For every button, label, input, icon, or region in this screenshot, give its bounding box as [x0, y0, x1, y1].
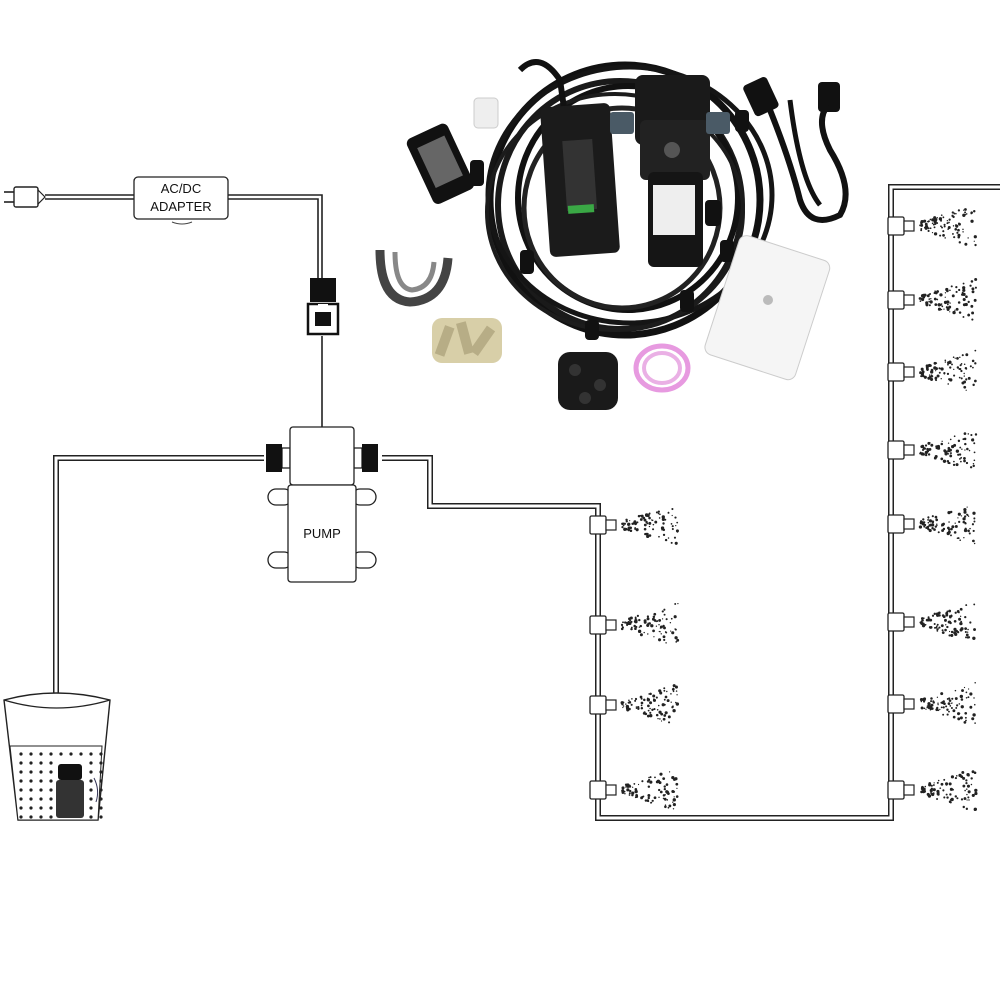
tubing-coil [470, 59, 775, 340]
mist-spray-icon [620, 603, 680, 644]
middle-branch-nozzles [589, 507, 680, 810]
pump-label: PUMP [303, 526, 341, 541]
mist-nozzle [589, 507, 679, 545]
mist-nozzle [887, 506, 976, 545]
pump-schematic: PUMP [266, 426, 378, 583]
pump-motor-photo [610, 75, 730, 267]
mist-nozzle [887, 603, 976, 640]
adapter-label-line2: ADAPTER [150, 199, 211, 214]
mist-nozzle [589, 771, 679, 810]
mist-nozzle [887, 681, 976, 724]
mist-spray-icon [918, 506, 976, 545]
mist-nozzle [887, 770, 978, 812]
mist-nozzle [887, 349, 977, 391]
mist-spray-icon [918, 277, 978, 321]
mist-spray-icon [919, 349, 977, 391]
mist-nozzle [589, 603, 680, 644]
screws-pile [432, 318, 502, 363]
mist-spray-icon [621, 507, 679, 545]
mist-spray-icon [919, 681, 976, 724]
mist-spray-icon [621, 771, 679, 810]
nozzles-pile [558, 352, 618, 410]
mist-nozzle [887, 277, 978, 321]
inlet-filter-photo [406, 97, 499, 204]
suction-pipe [53, 455, 264, 768]
pink-tubing-coil [633, 343, 691, 393]
mains-plug-cord [743, 76, 849, 223]
u-clamps-photo [375, 249, 453, 307]
mist-nozzle [887, 432, 978, 469]
mist-nozzle [589, 684, 680, 724]
white-controller-box [704, 235, 831, 381]
bucket-filter-icon [56, 764, 84, 818]
product-kit-photo [375, 59, 849, 410]
mist-spray-icon [919, 208, 977, 247]
mist-spray-icon [919, 603, 976, 640]
wall-plug-icon [4, 186, 46, 208]
adapter-label-line1: AC/DC [161, 181, 201, 196]
mist-nozzle [887, 208, 977, 247]
mist-spray-icon [620, 684, 680, 724]
mist-spray-icon [920, 770, 978, 812]
water-bucket [3, 692, 111, 821]
dc-connector-icon [306, 278, 340, 336]
mist-spray-icon [919, 432, 978, 469]
right-branch-nozzles [887, 208, 978, 812]
ac-dc-adapter: AC/DC ADAPTER [133, 176, 229, 225]
power-cable [45, 194, 323, 427]
power-adapter-brick [540, 103, 620, 257]
